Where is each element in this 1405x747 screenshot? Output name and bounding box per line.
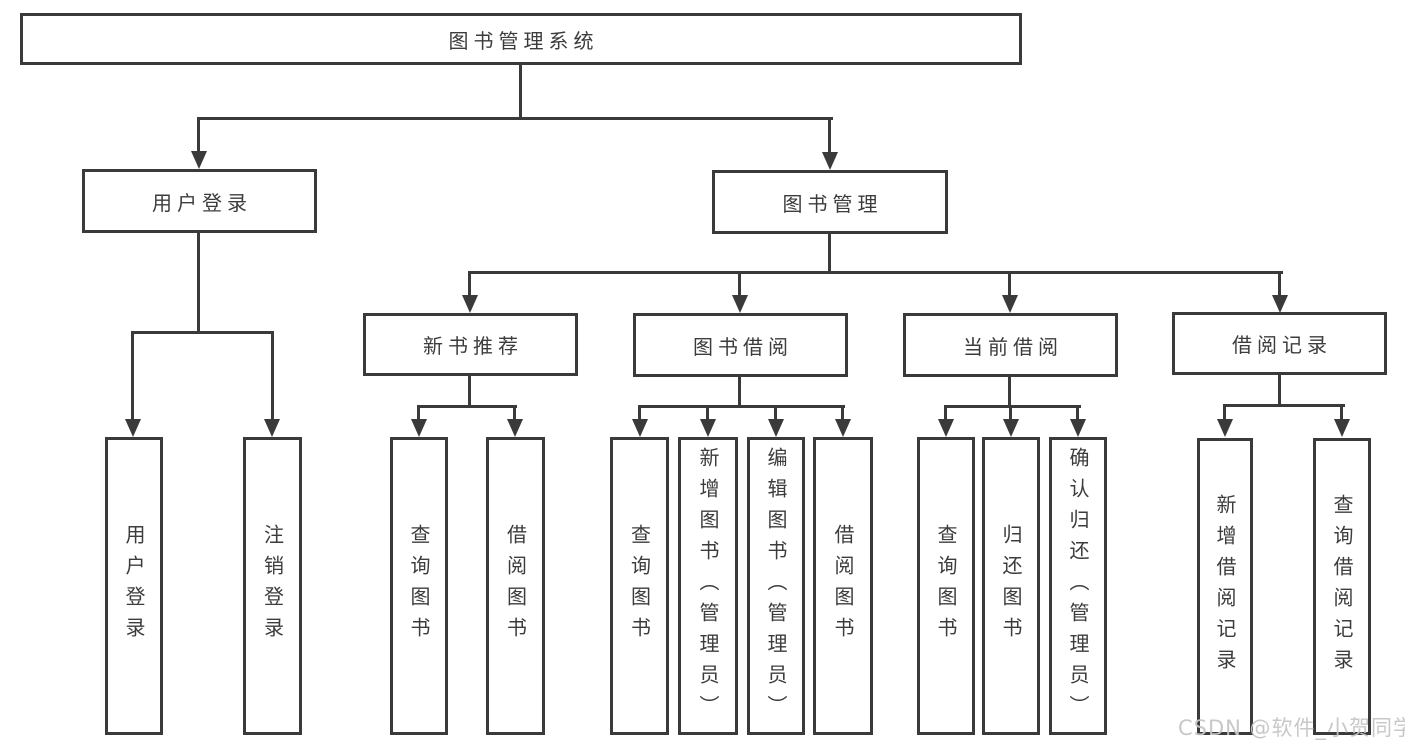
connector-rail-bb xyxy=(638,405,845,408)
leaf-label: 确认归还（管理员） xyxy=(1066,446,1090,726)
connector-drop-cb-query xyxy=(944,405,947,421)
connector-drop-cb-confirm xyxy=(1076,405,1079,421)
node-root: 图书管理系统 xyxy=(20,13,1022,65)
leaf-label: 查询图书 xyxy=(934,524,958,648)
leaf-label: 查询图书 xyxy=(627,524,652,648)
connector-drop-br-add xyxy=(1223,404,1226,421)
node-leaf-cb-return-book: 归还图书 xyxy=(982,437,1040,735)
node-leaf-logout: 注销登录 xyxy=(243,437,302,735)
node-leaf-nb-query-book: 查询图书 xyxy=(390,437,448,735)
connector-rail-user-login xyxy=(131,331,274,334)
node-leaf-bb-add-book: 新增图书（管理员） xyxy=(678,437,738,735)
node-leaf-bb-query-book: 查询图书 xyxy=(610,437,669,735)
arrow-nb-query xyxy=(411,419,427,437)
node-new-book-rec: 新书推荐 xyxy=(363,313,578,376)
connector-drop-book-mgmt xyxy=(828,117,831,154)
arrow-new-book-rec xyxy=(462,295,478,313)
node-user-login: 用户登录 xyxy=(82,169,317,233)
connector-drop-ul-login xyxy=(131,331,134,421)
node-book-borrow: 图书借阅 xyxy=(633,313,848,377)
arrow-book-mgmt xyxy=(822,152,838,170)
node-leaf-user-login: 用户登录 xyxy=(105,437,163,735)
connector-rail-cb xyxy=(944,405,1081,408)
connector-drop-book-borrow xyxy=(738,271,741,297)
leaf-label: 用户登录 xyxy=(122,524,146,648)
connector-root-stem xyxy=(519,62,522,120)
node-leaf-nb-borrow-book: 借阅图书 xyxy=(486,437,545,735)
connector-cb-stem xyxy=(1008,374,1011,408)
connector-rail-nb xyxy=(417,405,517,408)
arrow-ul-login xyxy=(125,419,141,437)
arrow-nb-borrow xyxy=(507,419,523,437)
leaf-label: 查询图书 xyxy=(407,524,431,648)
leaf-label: 借阅图书 xyxy=(831,524,855,648)
arrow-cb-query xyxy=(938,419,954,437)
arrow-user-login xyxy=(191,151,207,169)
arrow-br-query xyxy=(1334,419,1350,437)
leaf-label: 查询借阅记录 xyxy=(1330,493,1354,680)
leaf-label: 借阅图书 xyxy=(503,524,528,648)
node-book-mgmt: 图书管理 xyxy=(712,170,948,234)
connector-drop-nb-borrow xyxy=(513,405,516,421)
connector-nb-stem xyxy=(468,373,471,408)
leaf-label: 新增图书（管理员） xyxy=(696,446,720,726)
node-leaf-cb-query-book: 查询图书 xyxy=(917,437,975,735)
node-leaf-bb-borrow-book: 借阅图书 xyxy=(813,437,873,735)
leaf-label: 新增借阅记录 xyxy=(1213,493,1237,680)
node-leaf-cb-confirm-return: 确认归还（管理员） xyxy=(1049,437,1107,735)
connector-bb-stem xyxy=(738,374,741,408)
connector-drop-user-login xyxy=(197,117,200,153)
node-leaf-br-query-record: 查询借阅记录 xyxy=(1313,438,1371,735)
connector-br-stem xyxy=(1278,372,1281,407)
connector-drop-bb-edit xyxy=(774,405,777,421)
connector-drop-cb-return xyxy=(1009,405,1012,421)
arrow-borrow-record xyxy=(1272,295,1288,313)
node-leaf-br-add-record: 新增借阅记录 xyxy=(1197,438,1253,735)
connector-drop-br-query xyxy=(1340,404,1343,421)
connector-drop-current-borrow xyxy=(1008,271,1011,297)
arrow-book-borrow xyxy=(732,295,748,313)
connector-drop-bb-borrow xyxy=(841,405,844,421)
node-leaf-bb-edit-book: 编辑图书（管理员） xyxy=(747,437,805,735)
arrow-current-borrow xyxy=(1002,295,1018,313)
arrow-bb-borrow xyxy=(835,419,851,437)
watermark: CSDN @软件_小贺同学 xyxy=(1178,716,1405,740)
connector-drop-nb-query xyxy=(417,405,420,421)
connector-rail-br xyxy=(1223,404,1345,407)
connector-book-mgmt-stem xyxy=(828,231,831,274)
arrow-cb-confirm xyxy=(1070,419,1086,437)
leaf-label: 注销登录 xyxy=(260,524,285,648)
arrow-br-add xyxy=(1217,419,1233,437)
leaf-label: 编辑图书（管理员） xyxy=(764,446,788,726)
connector-drop-borrow-record xyxy=(1278,271,1281,297)
connector-rail-level2 xyxy=(468,271,1283,274)
arrow-ul-logout xyxy=(264,419,280,437)
node-current-borrow: 当前借阅 xyxy=(903,313,1118,377)
arrow-cb-return xyxy=(1003,419,1019,437)
node-borrow-record: 借阅记录 xyxy=(1172,312,1387,375)
arrow-bb-edit xyxy=(768,419,784,437)
connector-user-login-stem xyxy=(197,230,200,334)
connector-rail-level1 xyxy=(197,117,833,120)
arrow-bb-add xyxy=(700,419,716,437)
connector-drop-bb-query xyxy=(638,405,641,421)
arrow-bb-query xyxy=(632,419,648,437)
connector-drop-ul-logout xyxy=(271,331,274,421)
connector-drop-bb-add xyxy=(706,405,709,421)
connector-drop-new-book-rec xyxy=(468,271,471,297)
leaf-label: 归还图书 xyxy=(999,524,1023,648)
